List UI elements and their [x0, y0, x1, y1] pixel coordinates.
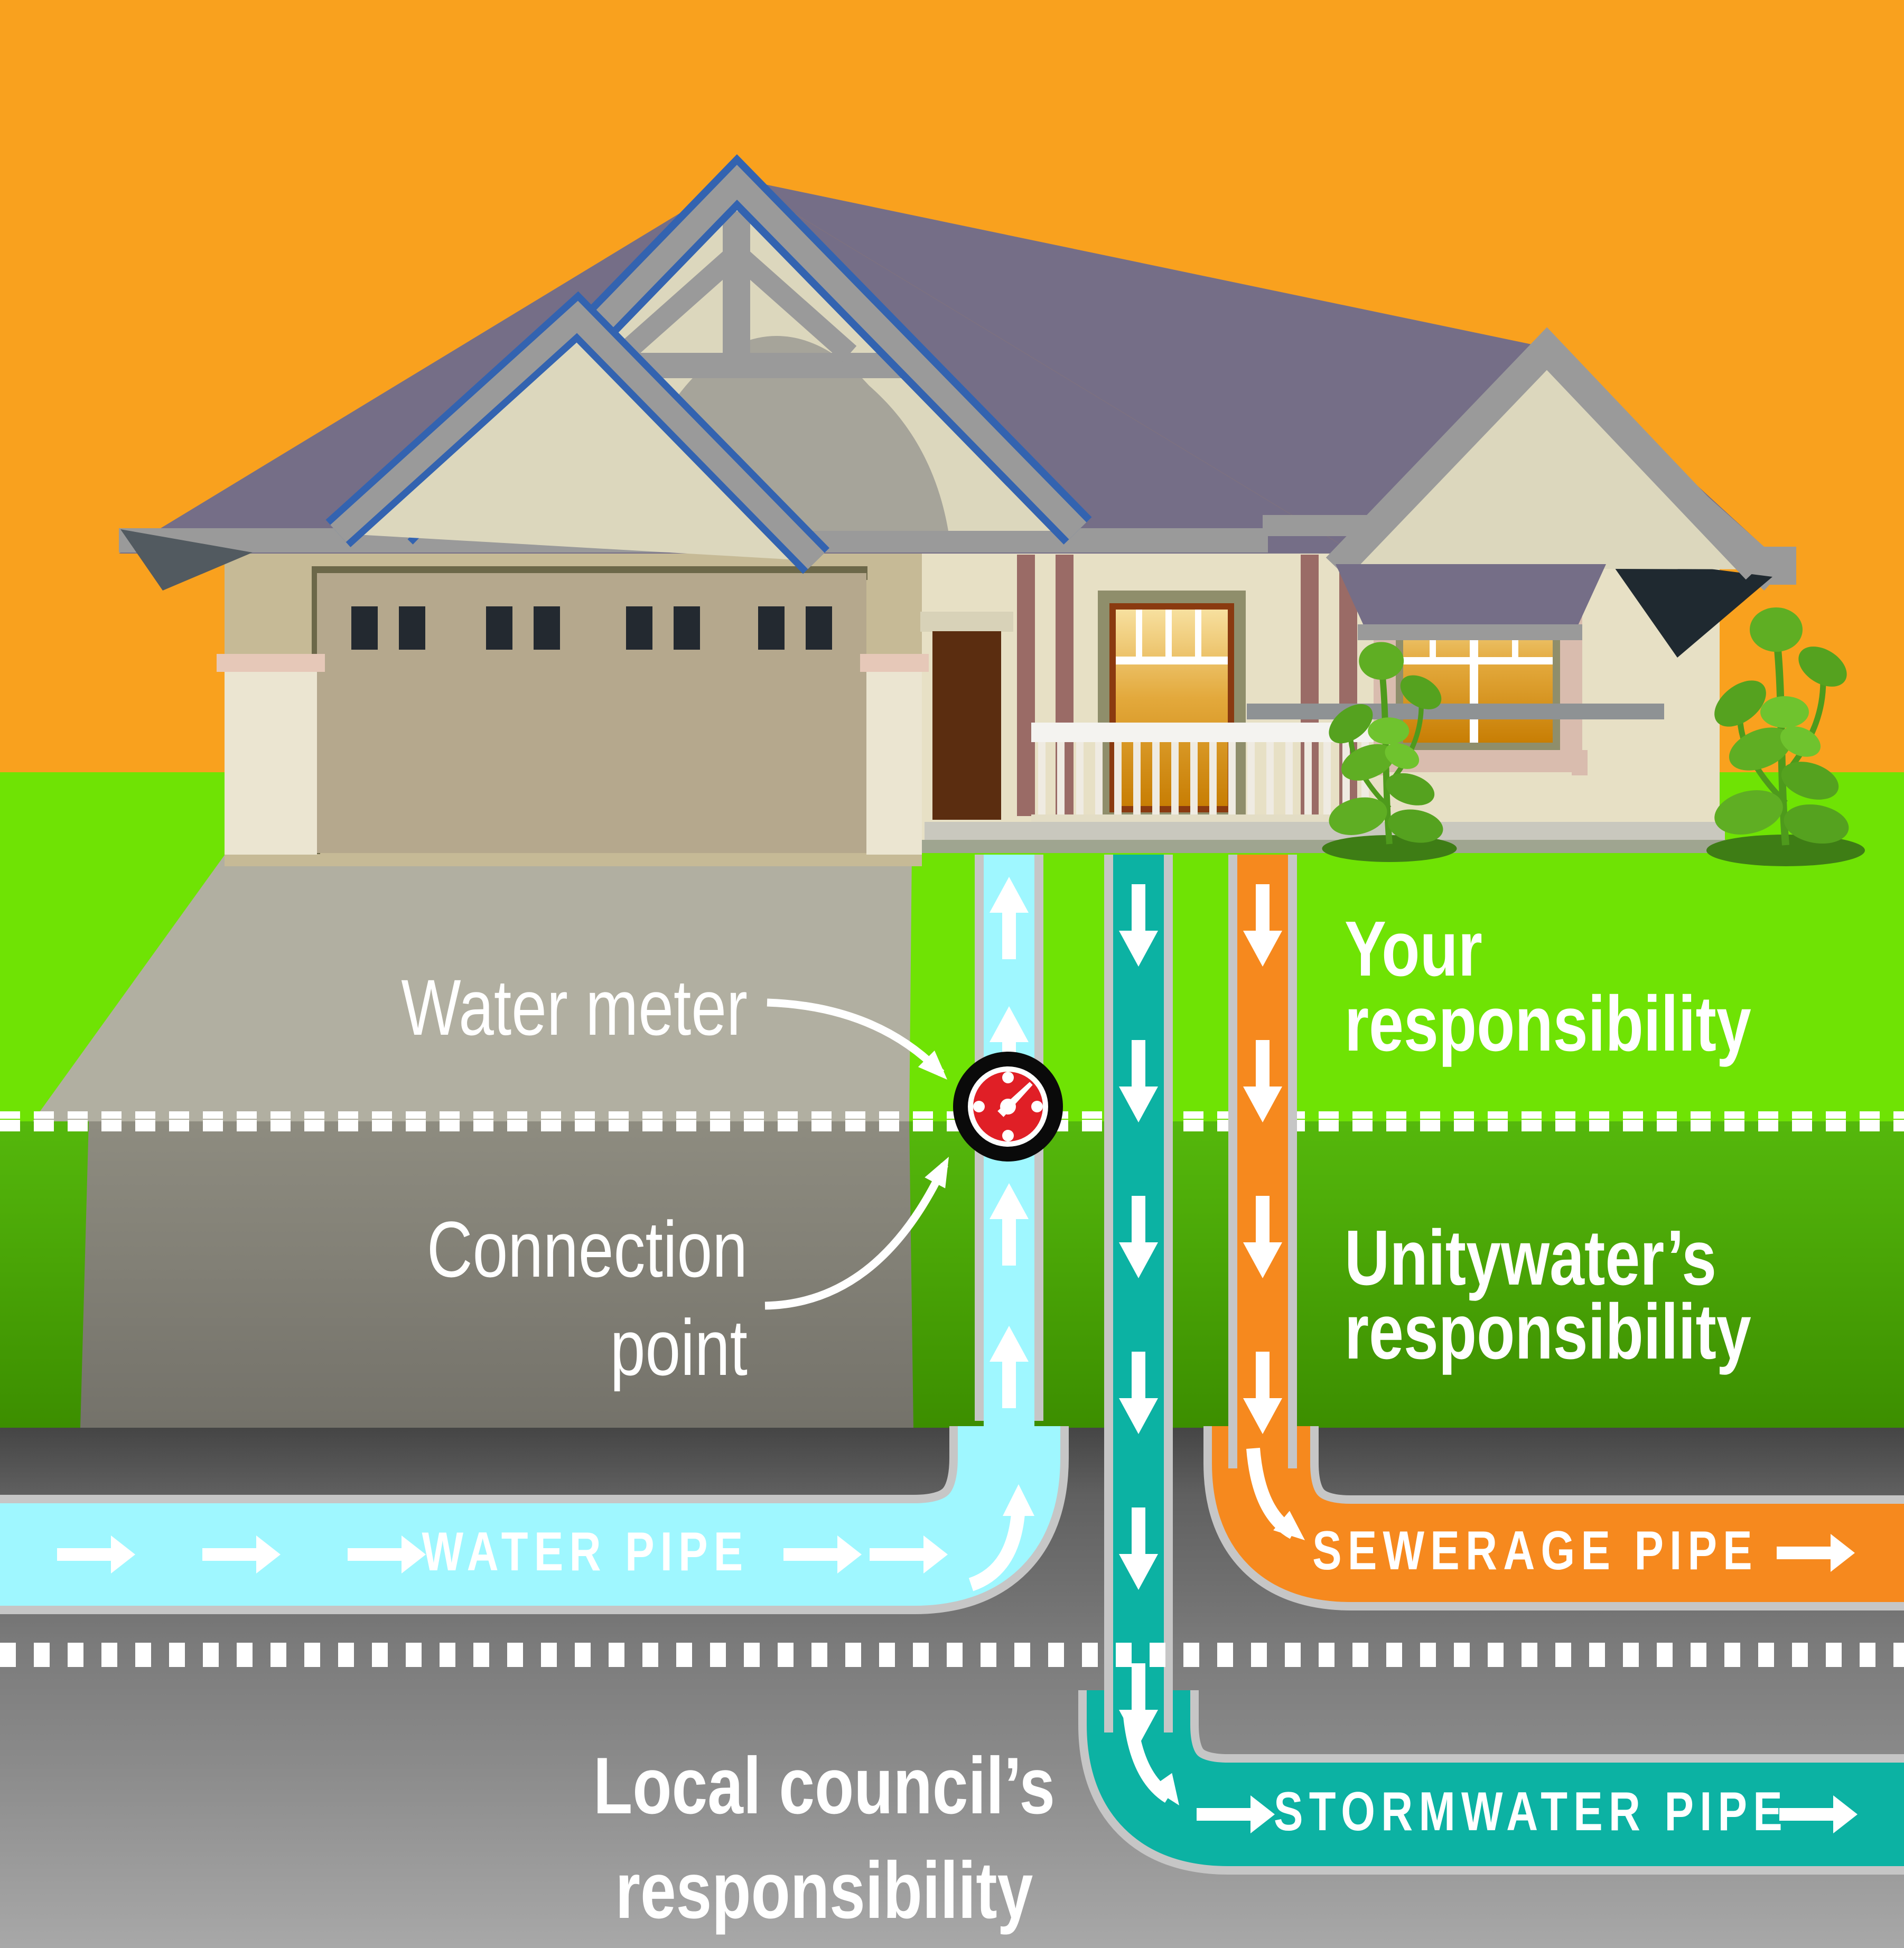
connection-point-label: Connection point: [367, 1200, 748, 1397]
porch-beam: [1247, 704, 1664, 719]
stormwater-pipe-label: STORMWATER PIPE: [1274, 1781, 1788, 1842]
right-gable: [1326, 327, 1796, 658]
bay-awning: [1336, 564, 1606, 628]
porch-railing: [1031, 723, 1374, 827]
sewerage-pipe: [1203, 855, 1904, 1610]
water-meter-icon: [953, 1052, 1063, 1162]
driveway-upper: [33, 851, 912, 1121]
water-meter-callout-arrow: [767, 998, 947, 1080]
sewerage-pipe-label: SEWERAGE PIPE: [1312, 1520, 1758, 1581]
front-gable: [325, 291, 830, 574]
garage-pillar-left: [225, 663, 317, 855]
stormwater-pipe: [1078, 855, 1904, 1875]
property-boundary-dashed-line: [0, 1111, 1904, 1131]
road-dashed-line: [0, 1643, 1904, 1667]
connection-point-line2: point: [610, 1303, 748, 1392]
council-responsibility-label: Local council’s responsibility: [593, 1741, 1055, 1935]
water-meter-label: Water meter: [401, 963, 748, 1052]
water-pipe-label: WATER PIPE: [422, 1521, 749, 1582]
your-responsibility-label: Your responsibility: [1345, 905, 1751, 1067]
connection-point-line1: Connection: [426, 1205, 748, 1294]
garage-door-windows: [351, 606, 832, 650]
driveway-lower: [80, 1121, 913, 1428]
connection-point-callout-arrow: [764, 1157, 949, 1310]
garage-pillar-right: [866, 663, 922, 855]
front-door: [932, 631, 1001, 820]
unitywater-responsibility-label: Unitywater’s responsibility: [1345, 1214, 1751, 1375]
house: [119, 154, 1796, 866]
